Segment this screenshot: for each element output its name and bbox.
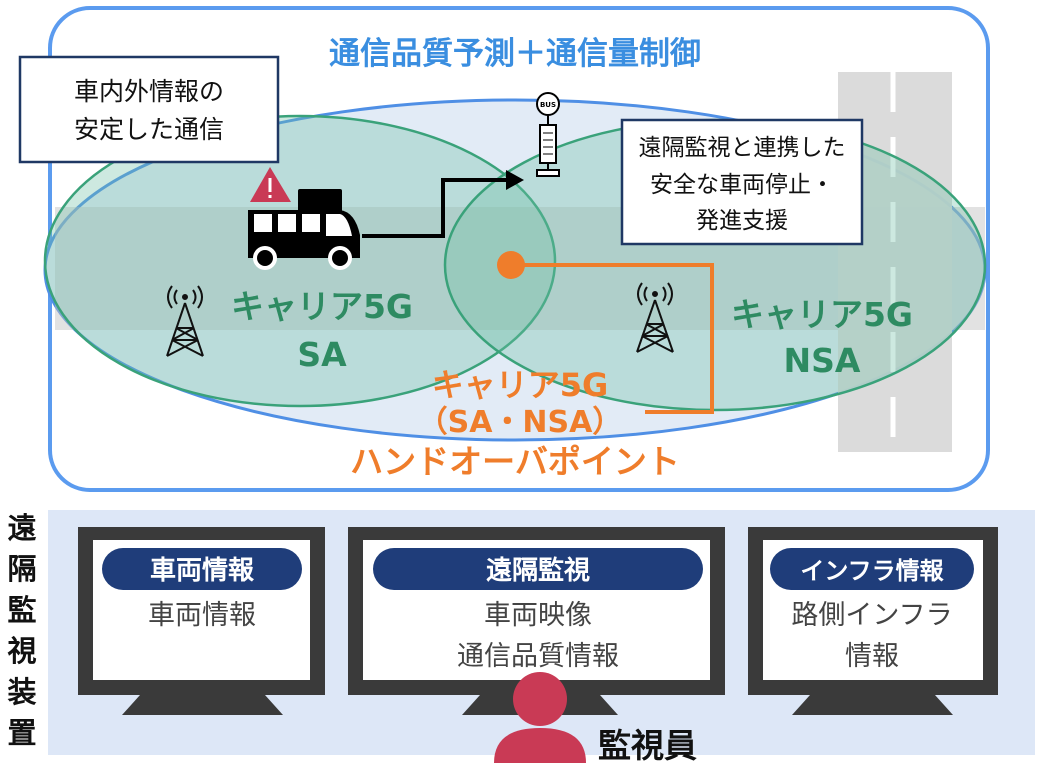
arrow-to-bus-stop <box>362 178 508 238</box>
cell-tower-icon <box>166 285 204 357</box>
monitor-line: 通信品質情報 <box>457 641 619 672</box>
vertical-label-char: 視 <box>7 634 36 668</box>
operator-icon <box>494 672 586 763</box>
callout-right-line: 発進支援 <box>696 208 788 234</box>
monitor-header: インフラ情報 <box>800 557 944 585</box>
callout-right: 遠隔監視と連携した 安全な車両停止・ 発進支援 <box>620 118 864 246</box>
monitor-infrastructure-info: インフラ情報 路側インフラ 情報 <box>748 527 998 715</box>
callout-left-line: 安定した通信 <box>74 115 224 144</box>
bus-icon <box>248 189 360 270</box>
nsa-zone-label: NSA <box>784 341 861 380</box>
monitor-remote-monitoring: 遠隔監視 車両映像 通信品質情報 <box>348 527 725 715</box>
handover-label: ハンドオーバポイント <box>350 442 680 481</box>
operator-label: 監視員 <box>598 726 697 763</box>
monitor-line: 車両情報 <box>148 600 256 631</box>
vertical-label-char: 置 <box>7 716 36 750</box>
callout-right-line: 安全な車両停止・ <box>650 172 834 198</box>
monitor-line: 路側インフラ <box>791 600 952 631</box>
sa-zone-label: SA <box>297 335 347 374</box>
vertical-label-char: 遠 <box>7 511 36 545</box>
nsa-zone-label: キャリア5G <box>731 295 913 334</box>
vertical-label: 遠 隔 監 視 装 置 <box>7 511 36 750</box>
callout-right-line: 遠隔監視と連携した <box>639 135 846 161</box>
title: 通信品質予測＋通信量制御 <box>329 36 701 72</box>
monitor-vehicle-info: 車両情報 車両情報 <box>78 527 325 715</box>
sa-zone <box>43 114 557 408</box>
monitor-header: 遠隔監視 <box>486 555 590 586</box>
vertical-label-char: 装 <box>7 675 36 709</box>
monitor-line: 車両映像 <box>484 600 592 631</box>
warning-icon <box>250 167 291 202</box>
vertical-label-char: 隔 <box>7 552 36 586</box>
handover-leader-line <box>511 263 714 414</box>
handover-label: （SA・NSA） <box>418 405 623 440</box>
bus-stop-sign-text: BUS <box>540 101 556 109</box>
monitor-line: 情報 <box>845 641 899 672</box>
monitor-header: 車両情報 <box>150 556 255 586</box>
handover-label: キャリア5G <box>432 366 609 404</box>
callout-left-line: 車内外情報の <box>74 77 224 106</box>
bus-stop-icon: BUS <box>536 92 560 177</box>
cell-tower-icon <box>636 282 674 353</box>
vertical-label-char: 監 <box>7 593 36 627</box>
sa-zone-label: キャリア5G <box>231 287 413 326</box>
callout-left: 車内外情報の 安定した通信 <box>18 55 280 164</box>
arrow-head-icon <box>506 170 524 190</box>
